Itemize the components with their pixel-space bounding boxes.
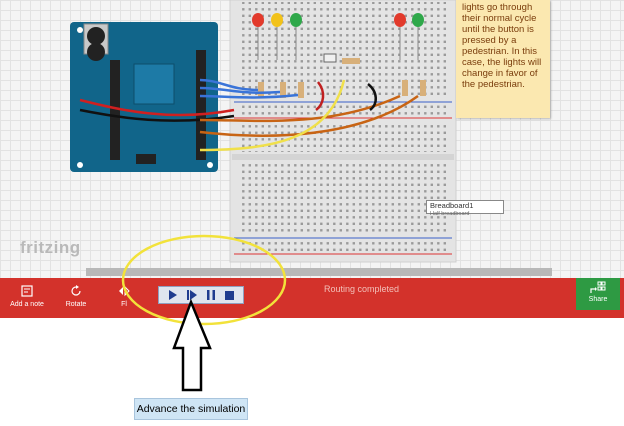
add-note-button[interactable]: Add a note — [6, 278, 48, 318]
routing-status: Routing completed — [324, 284, 400, 294]
highlight-ring — [121, 234, 287, 326]
share-button[interactable]: Share — [576, 278, 620, 310]
play-icon — [168, 290, 177, 300]
rotate-label: Rotate — [65, 301, 87, 308]
sim-stop-button[interactable] — [223, 289, 237, 301]
sticky-note[interactable]: lights go through their normal cycle unt… — [456, 0, 550, 118]
up-arrow-icon — [172, 298, 212, 392]
pause-icon — [206, 290, 215, 300]
sketch-canvas[interactable]: lights go through their normal cycle unt… — [0, 0, 624, 278]
flip-label: Fl — [121, 301, 127, 308]
annotation-caption: Advance the simulation — [134, 398, 248, 420]
share-icon — [590, 281, 606, 293]
stop-icon — [225, 290, 234, 300]
note-icon — [21, 285, 33, 297]
rotate-button[interactable]: Rotate — [56, 278, 96, 318]
rotate-icon — [71, 285, 81, 296]
breadboard-circuit — [70, 0, 457, 263]
step-icon — [186, 290, 197, 300]
breadboard-subtitle: Half breadboard — [430, 211, 470, 217]
share-label: Share — [588, 296, 608, 303]
add-note-label: Add a note — [10, 301, 44, 308]
breadboard-title: Breadboard1 — [430, 201, 474, 210]
sim-play-button[interactable] — [166, 289, 180, 301]
bottom-toolbar: Add a note Rotate Fl Routing completed — [0, 278, 624, 318]
note-text: lights go through their normal cycle unt… — [462, 2, 542, 90]
fritzing-logo: fritzing — [20, 238, 81, 257]
breadboard-label: Breadboard1 Half breadboard — [426, 200, 504, 217]
sim-step-button[interactable] — [185, 289, 199, 301]
canvas-scrollbar[interactable] — [86, 268, 552, 276]
simulation-controls — [158, 286, 244, 304]
sim-pause-button[interactable] — [204, 289, 218, 301]
